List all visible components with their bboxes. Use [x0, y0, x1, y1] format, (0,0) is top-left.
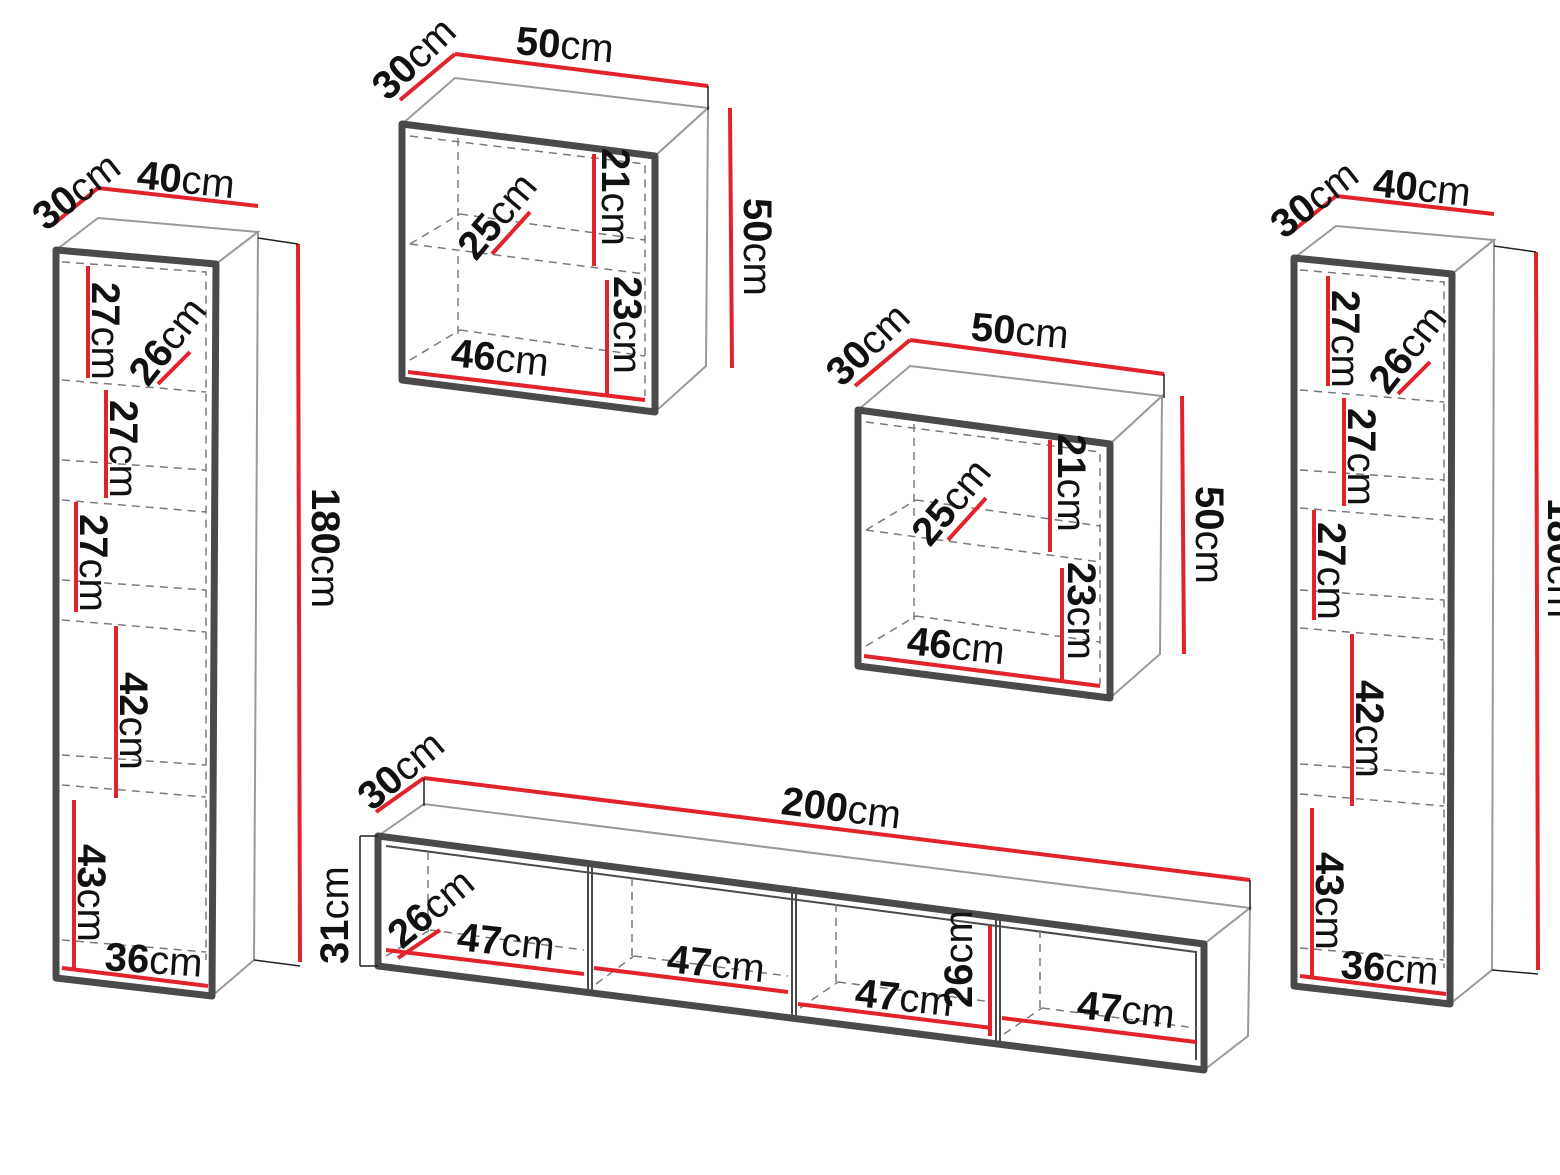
- inner-width-line: [1299, 974, 1447, 996]
- cabinet-front-outline: [52, 246, 220, 1000]
- upper-height-label: 21cm: [593, 148, 637, 246]
- compartment-width-label: 47cm: [853, 971, 955, 1025]
- height-extension-lines: [257, 237, 299, 245]
- extension-line: [1491, 969, 1539, 975]
- compartment-width-line: [797, 1002, 993, 1030]
- lower-height-label: 23cm: [605, 276, 649, 374]
- cabinet-side-face: [1448, 237, 1496, 1007]
- depth-dimension-line: [853, 338, 912, 388]
- cabinet-front-outline: [1290, 254, 1456, 1008]
- inner-width-label: 46cm: [905, 619, 1007, 673]
- cabinet-front-outline: [398, 120, 659, 416]
- shelf-label: 42cm: [111, 672, 155, 770]
- inner-width-line: [863, 654, 1101, 688]
- width-label: 50cm: [969, 305, 1070, 357]
- inner-depth-label: 26cm: [120, 289, 215, 393]
- width-label: 200cm: [779, 779, 904, 837]
- inner-width-label: 46cm: [449, 331, 551, 385]
- depth-dimension-line: [374, 776, 426, 814]
- upper-height-label: 21cm: [1049, 434, 1093, 532]
- width-label: 50cm: [514, 19, 615, 71]
- width-dimension-line: [909, 338, 1165, 376]
- tall-cabinet-right: 30cm 40cm 180cm 27cm 27cm 27cm 42cm 43cm…: [1262, 152, 1560, 1008]
- inner-depth-line: [1396, 360, 1432, 396]
- wall-cabinet-middle: 30cm 50cm 50cm 25cm 21cm 23cm 46cm: [818, 295, 1231, 702]
- lower-height-label: 23cm: [1059, 562, 1103, 660]
- shelf-label: 27cm: [83, 282, 127, 380]
- inner-depth-line: [490, 210, 532, 256]
- shelf-label: 42cm: [1347, 680, 1391, 778]
- shelf-label: 27cm: [1339, 408, 1383, 506]
- tall-cabinet-left: 30cm 40cm 180cm 27cm 27cm 27cm 42cm 43cm…: [24, 144, 347, 1000]
- compartment-width-label: 47cm: [665, 937, 767, 991]
- depth-dimension-line: [398, 52, 457, 102]
- width-dimension-line: [1335, 194, 1495, 216]
- height-label: 31cm: [313, 866, 357, 964]
- compartment-width-line: [593, 966, 789, 994]
- height-label: 180cm: [1539, 498, 1560, 618]
- inner-height-label: 26cm: [937, 910, 981, 1008]
- depth-label: 30cm: [350, 722, 453, 819]
- height-dimension-line: [1180, 395, 1186, 655]
- width-label: 40cm: [1371, 161, 1473, 215]
- width-dimension-line: [454, 52, 709, 88]
- height-dimension-line: [296, 243, 302, 963]
- compartment-width-line: [1001, 1016, 1197, 1044]
- width-dimension-line: [97, 186, 259, 208]
- compartment-width-line: [385, 948, 585, 976]
- shelf-label: 27cm: [101, 400, 145, 498]
- compartment-width-label: 47cm: [455, 915, 557, 969]
- shelf-guides: [1299, 269, 1445, 968]
- inner-width-line: [407, 370, 646, 402]
- height-label: 50cm: [1187, 486, 1231, 584]
- height-label: 180cm: [303, 488, 347, 608]
- cabinet-side-face: [1109, 393, 1164, 701]
- depth-dimension-line: [54, 186, 100, 224]
- inner-width-label: 36cm: [103, 935, 204, 986]
- inner-depth-line: [156, 350, 192, 386]
- inner-depth-line: [946, 496, 988, 542]
- cabinet-front-outline: [854, 406, 1114, 702]
- inner-width-label: 36cm: [1339, 943, 1440, 994]
- shelf-label: 43cm: [69, 844, 113, 942]
- shelf-guides: [865, 421, 1101, 684]
- lowboard-front-outline: [374, 832, 1208, 1074]
- shelf-label: 43cm: [1307, 852, 1351, 950]
- compartment-dividers: [385, 845, 1197, 1060]
- extension-line: [1493, 245, 1537, 253]
- cabinet-side-face: [654, 105, 710, 415]
- depth-dimension-line: [1292, 194, 1338, 232]
- inner-width-line: [61, 966, 209, 988]
- shelf-label: 27cm: [1309, 522, 1353, 620]
- width-dimension-line: [423, 776, 1251, 882]
- tv-lowboard: 30cm 200cm 31cm 26cm 26cm 47cm 47cm 47cm…: [313, 722, 1253, 1074]
- height-dimension-line: [1534, 251, 1540, 971]
- compartment-width-label: 47cm: [1075, 983, 1177, 1037]
- height-label: 50cm: [735, 198, 779, 296]
- shelf-guides: [61, 261, 207, 960]
- inner-depth-label: 25cm: [449, 165, 546, 268]
- extension-line: [253, 959, 301, 967]
- wall-cabinet-top: 30cm 50cm 50cm 25cm 21cm 23cm 46cm: [364, 9, 779, 416]
- width-label: 40cm: [135, 153, 237, 207]
- shelf-label: 27cm: [71, 514, 115, 612]
- shelf-guides: [409, 135, 646, 396]
- height-dimension-line: [728, 107, 734, 369]
- shelf-label: 27cm: [1323, 290, 1367, 388]
